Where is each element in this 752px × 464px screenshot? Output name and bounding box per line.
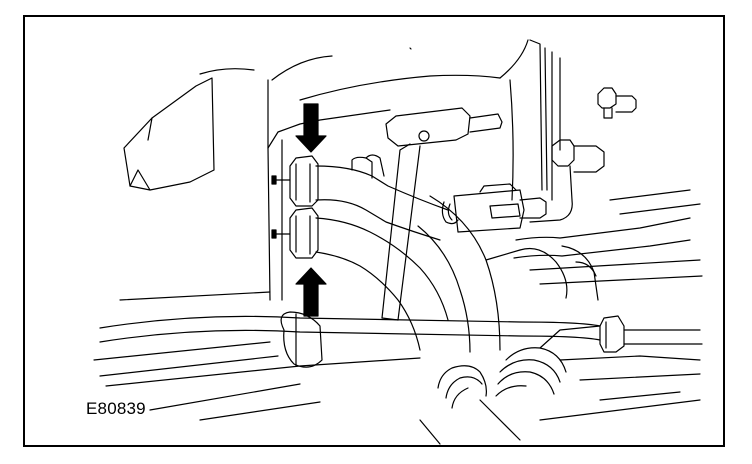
bulkhead-plate (268, 110, 390, 300)
grommet (281, 312, 322, 367)
figure-reference-code: E80839 (86, 399, 146, 418)
brake-lines (94, 292, 600, 420)
pipe-fitting-mid (530, 140, 604, 222)
bracket-tab (382, 108, 502, 320)
valve-block (442, 184, 546, 232)
speck (410, 48, 411, 49)
hose-clamp-upper (272, 156, 318, 206)
panel-shard (124, 69, 254, 190)
right-clamp (600, 316, 702, 352)
heater-hose-lower (316, 218, 448, 350)
heater-hose-upper (316, 155, 448, 240)
coolant-pipe-curve (418, 196, 520, 352)
chassis-rails (514, 190, 702, 300)
lower-floor-lines (420, 356, 700, 444)
corrugated-boot-left (438, 366, 486, 408)
down-arrow-icon (296, 104, 326, 152)
figure-frame (23, 15, 725, 447)
corrugated-boot-right (496, 326, 600, 396)
up-arrow-icon (296, 268, 326, 316)
pipe-fitting-top (598, 88, 636, 118)
body-panel (268, 40, 560, 200)
hose-clamp-lower (272, 208, 318, 258)
